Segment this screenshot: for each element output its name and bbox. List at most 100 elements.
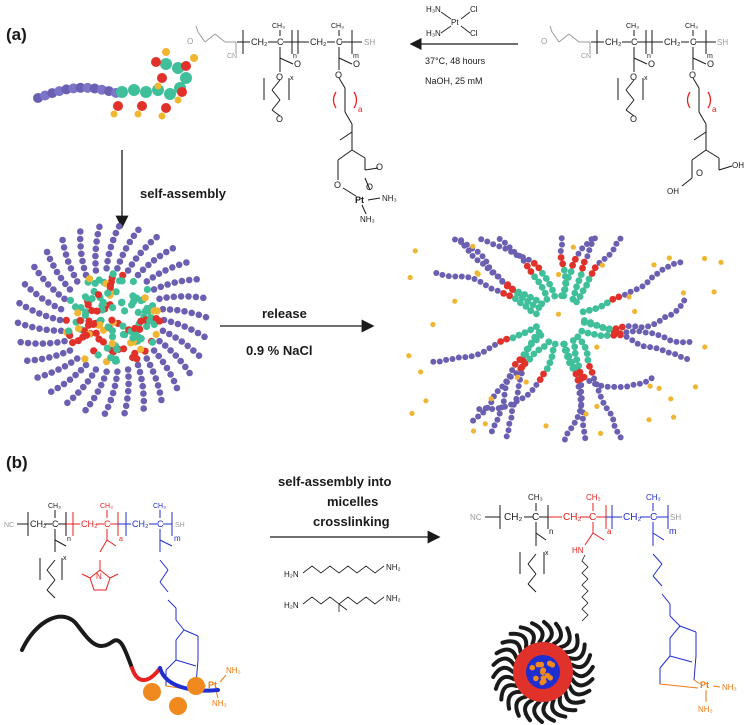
bead-chain bbox=[489, 406, 496, 412]
bead-hydrophilic bbox=[82, 406, 89, 414]
bead-chain bbox=[513, 395, 520, 402]
chloride-ligand: Cl bbox=[470, 5, 478, 14]
bead-chain bbox=[636, 328, 643, 335]
polymer-structure-b-right: NC CH₂ C CH₃ n x bbox=[470, 493, 737, 714]
bead-chain bbox=[593, 322, 600, 329]
drug-bead bbox=[190, 54, 198, 62]
bead-chain bbox=[479, 253, 486, 260]
repeat-m: m bbox=[669, 526, 677, 536]
bead-hydrophilic bbox=[170, 293, 178, 301]
bead-chain bbox=[527, 326, 535, 334]
bead-hydrophilic bbox=[164, 281, 171, 288]
bead-chain bbox=[574, 376, 582, 384]
bead-chain bbox=[581, 317, 588, 324]
bead-hydrophilic bbox=[31, 263, 38, 271]
ch2-group: CH₂ bbox=[132, 519, 149, 529]
bead-chain bbox=[575, 250, 582, 257]
bead-hydrophilic bbox=[124, 387, 132, 395]
nitrile-end: NC bbox=[470, 513, 482, 522]
bead-hydrophilic bbox=[111, 382, 119, 390]
bead-chain bbox=[586, 306, 593, 314]
bead-hydrophobic bbox=[180, 72, 192, 84]
bead-hydrophilic bbox=[192, 293, 200, 301]
bead-chain bbox=[488, 285, 495, 292]
bead-chain bbox=[684, 356, 691, 362]
released-drug bbox=[423, 398, 429, 404]
bead-chain bbox=[588, 369, 596, 376]
thiol-end: SH bbox=[717, 38, 728, 47]
bead-hydrophilic bbox=[166, 330, 173, 338]
bead-chain bbox=[533, 323, 540, 331]
core-bead bbox=[71, 303, 80, 311]
ch2-group: CH₂ bbox=[605, 37, 622, 47]
bead-chain bbox=[494, 388, 501, 395]
bead-chain bbox=[497, 338, 504, 345]
bead-hydrophilic bbox=[163, 248, 170, 256]
bead-chain bbox=[525, 256, 532, 263]
core-bead bbox=[103, 344, 111, 352]
bead-hydrophobic bbox=[172, 62, 184, 74]
platinum-atom: Pt bbox=[208, 680, 217, 690]
core-bead bbox=[99, 338, 107, 346]
bead-chain bbox=[443, 356, 450, 363]
bead-hydrophobic bbox=[128, 84, 140, 96]
bead-hydrophilic bbox=[84, 378, 92, 385]
bead-chain bbox=[603, 405, 610, 412]
bead-chain bbox=[521, 291, 528, 298]
bead-chain bbox=[623, 333, 630, 340]
drug-bead bbox=[177, 87, 187, 97]
released-drug bbox=[718, 259, 724, 265]
core-bead bbox=[92, 329, 100, 337]
bead-hydrophilic bbox=[167, 371, 174, 378]
bead-hydrophilic bbox=[61, 363, 69, 370]
bead-chain bbox=[527, 307, 535, 315]
released-drug bbox=[514, 374, 520, 380]
bead-chain bbox=[508, 248, 515, 255]
ch2-group: CH₂ bbox=[310, 37, 327, 47]
bead-chain bbox=[591, 331, 598, 338]
repeat-x: x bbox=[644, 75, 648, 82]
bead-chain bbox=[455, 354, 462, 361]
bead-chain bbox=[603, 299, 611, 307]
ammine-ligand: H₃N bbox=[426, 5, 441, 14]
released-drug bbox=[583, 411, 589, 417]
bead-chain bbox=[639, 283, 646, 290]
bead-chain bbox=[560, 266, 568, 274]
core-drug bbox=[535, 661, 542, 668]
bead-chain bbox=[630, 381, 637, 388]
micelle-assembled bbox=[14, 223, 210, 418]
crosslinker-diamine-peg: H₂N NH₂ bbox=[284, 563, 401, 579]
bead-hydrophilic bbox=[14, 319, 22, 327]
cn-group-right: CN bbox=[581, 53, 591, 60]
bead-hydrophilic bbox=[43, 248, 51, 256]
bead-hydrophilic bbox=[188, 326, 195, 333]
bead-hydrophilic bbox=[101, 410, 109, 418]
bead-hydrophilic bbox=[48, 369, 55, 376]
core-bead bbox=[74, 309, 82, 317]
bead-chain bbox=[538, 300, 546, 308]
bead-hydrophilic bbox=[40, 275, 47, 283]
bead-hydrophilic bbox=[167, 318, 175, 326]
bead-chain bbox=[504, 379, 510, 385]
bead-chain bbox=[530, 259, 538, 267]
released-drug bbox=[594, 403, 600, 409]
bead-chain bbox=[592, 380, 598, 387]
corona-chain bbox=[558, 626, 572, 650]
core-bead bbox=[81, 311, 90, 319]
polymer-cartoon-b bbox=[20, 614, 220, 715]
bead-chain bbox=[677, 303, 684, 309]
bead-chain bbox=[615, 293, 623, 301]
ammine-ligand: NH₃ bbox=[226, 666, 241, 675]
bead-chain bbox=[452, 273, 459, 280]
bead-hydrophilic bbox=[156, 337, 163, 345]
bead-chain bbox=[599, 324, 606, 331]
bead-hydrophobic bbox=[160, 58, 172, 70]
bead-hydrophilic bbox=[122, 245, 130, 252]
bead-chain bbox=[595, 387, 602, 394]
quaternary-carbon: C bbox=[277, 37, 284, 47]
bead-hydrophilic bbox=[135, 226, 142, 234]
bead-hydrophilic bbox=[92, 252, 99, 260]
thiol-end: SH bbox=[364, 38, 375, 47]
bead-hydrophilic bbox=[181, 308, 188, 315]
bead-hydrophilic bbox=[100, 375, 108, 382]
